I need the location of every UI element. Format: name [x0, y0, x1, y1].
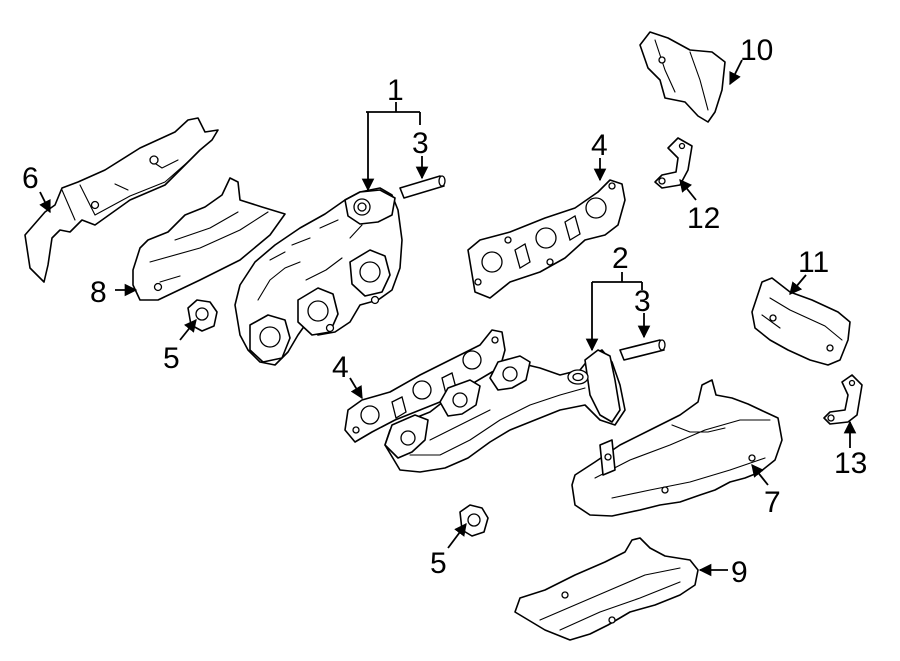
callout-9: 9 [731, 556, 748, 589]
nut-part-5-lower [459, 504, 489, 537]
callout-4-lower: 4 [332, 351, 349, 384]
callout-1: 1 [387, 74, 404, 107]
stud-part-3-upper [399, 175, 446, 199]
heat-shield-part-7 [571, 379, 783, 517]
heat-shield-part-6 [24, 117, 219, 283]
heat-shield-part-8 [132, 177, 286, 301]
heat-shield-part-9 [514, 537, 699, 641]
heat-shield-part-10 [639, 31, 726, 123]
gasket-part-4-lower [344, 329, 506, 443]
stud-part-3-lower [619, 339, 666, 361]
bracket-part-13 [823, 374, 863, 425]
callout-13: 13 [834, 447, 867, 480]
exhaust-manifold-part-2 [384, 349, 626, 473]
callout-3-upper: 3 [412, 127, 429, 160]
gasket-part-4-upper [467, 179, 626, 299]
exhaust-manifold-part-1 [234, 187, 403, 366]
callout-12: 12 [687, 202, 720, 235]
leader-lines [39, 59, 857, 577]
callout-10: 10 [740, 34, 773, 67]
bracket-part-12 [654, 137, 693, 189]
callout-8: 8 [90, 276, 107, 309]
callout-3-lower: 3 [634, 285, 651, 318]
heat-shield-part-11 [751, 277, 851, 366]
callout-2: 2 [612, 242, 629, 275]
nut-part-5-upper [187, 299, 218, 332]
callout-4-upper: 4 [591, 129, 608, 162]
callout-7: 7 [764, 486, 781, 519]
callout-5-lower: 5 [430, 547, 447, 580]
callout-5-upper: 5 [163, 342, 180, 375]
callout-11: 11 [798, 246, 829, 279]
callout-labels: 1 3 4 2 3 4 5 5 6 7 8 9 10 11 12 13 [22, 34, 867, 589]
callout-6: 6 [22, 162, 39, 195]
